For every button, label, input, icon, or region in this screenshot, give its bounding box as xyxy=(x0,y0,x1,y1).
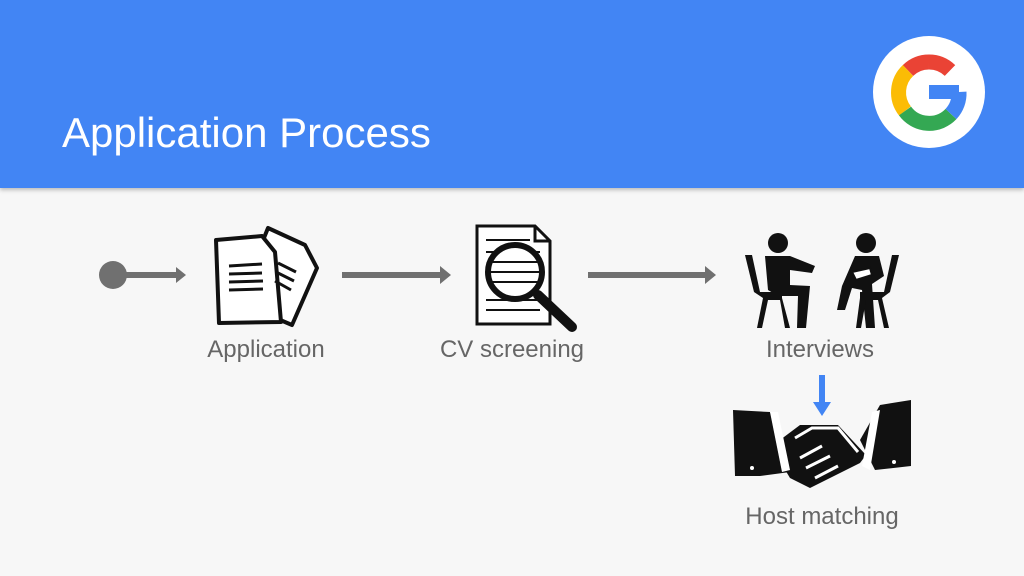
step-label-host-matching: Host matching xyxy=(745,503,899,530)
step-label-cv-screening: CV screening xyxy=(439,336,585,363)
google-logo-icon xyxy=(873,36,985,148)
handshake-icon xyxy=(733,400,911,488)
arrow-start-to-application xyxy=(125,267,186,283)
step-label-application: Application xyxy=(207,336,325,363)
arrow-cv-to-interviews xyxy=(588,266,716,284)
step-label-interviews: Interviews xyxy=(765,336,875,363)
arrow-interviews-to-host-matching xyxy=(813,375,831,416)
documents-icon xyxy=(214,226,319,327)
interview-people-icon xyxy=(745,233,899,328)
arrow-application-to-cv xyxy=(342,266,451,284)
start-dot xyxy=(99,261,127,289)
header-bar: Application Process xyxy=(0,0,1024,188)
slide-title: Application Process xyxy=(62,109,431,156)
magnifier-document-icon xyxy=(475,224,577,332)
